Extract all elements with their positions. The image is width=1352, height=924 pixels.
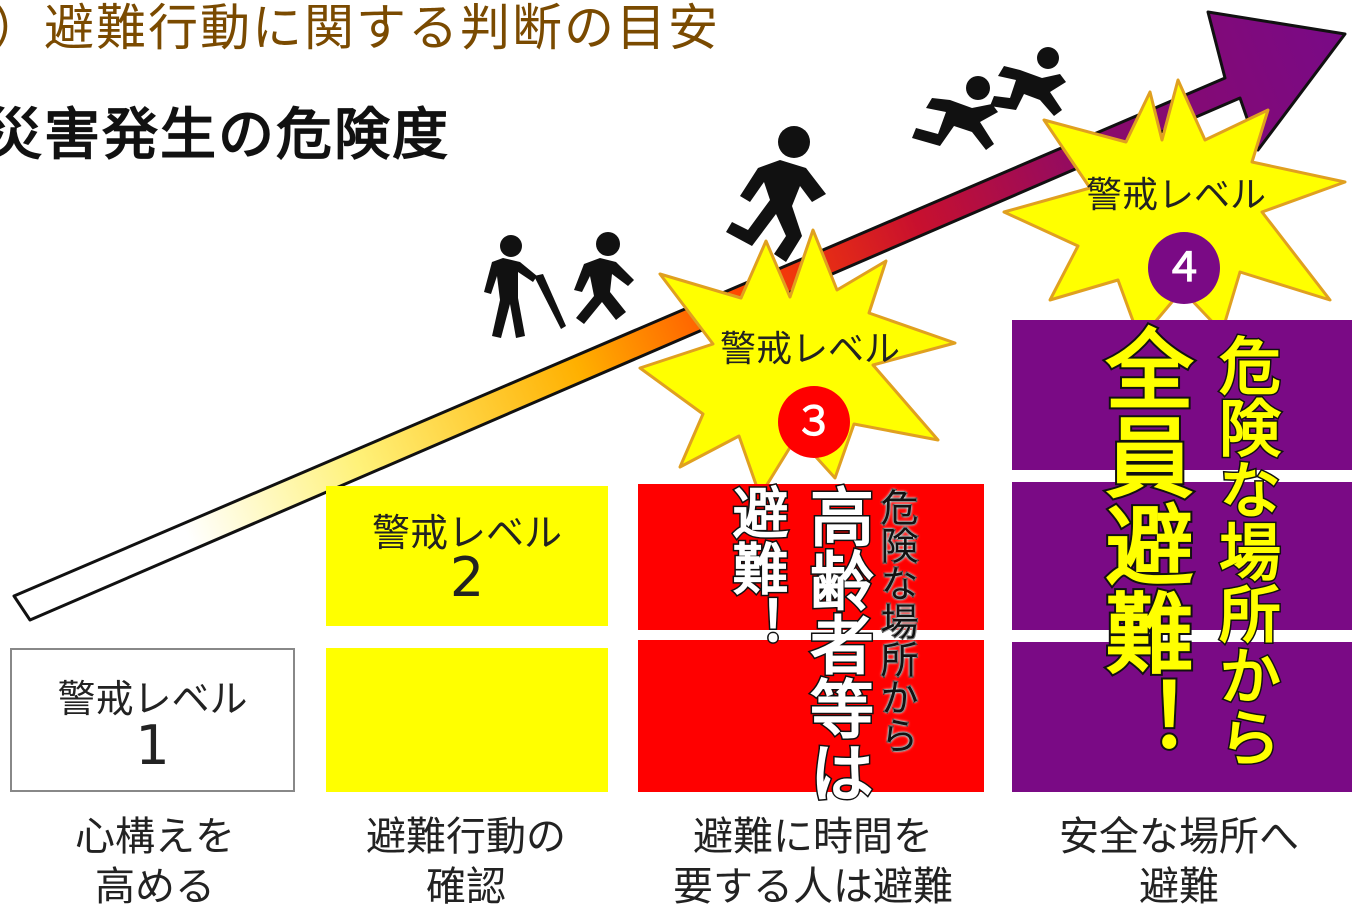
level-4-vertical-small: 危険な場所から (1207, 333, 1283, 770)
level-2-box-lower (326, 648, 608, 792)
risk-arrow (12, 10, 1347, 622)
level-4-caption: 安全な場所へ 避難 (1006, 812, 1352, 912)
person-sprinting-icon (912, 47, 1066, 150)
level-2-box-upper: 警戒レベル 2 (326, 486, 608, 626)
level-3-caption-line2: 要する人は避難 (673, 864, 953, 910)
level-3-box-lower (638, 640, 984, 792)
level-3-caption: 避難に時間を 要する人は避難 (628, 812, 998, 912)
level-1-box: 警戒レベル 1 (10, 648, 295, 792)
level-2-caption-line1: 避難行動の (366, 814, 566, 860)
level-3-box-upper (638, 484, 984, 630)
level-2-caption-line2: 確認 (426, 864, 506, 910)
level-2-number: 2 (449, 546, 485, 609)
level-3-badge: ３ (778, 386, 850, 458)
level-4-box-mid (1012, 482, 1352, 630)
level-3-caption-line1: 避難に時間を (693, 814, 933, 860)
risk-heading: 災害発生の危険度 (0, 103, 450, 168)
level-4-caption-line1: 安全な場所へ (1059, 814, 1299, 860)
level-1-caption: 心構えを 高める (10, 812, 300, 912)
level-1-caption-line2: 高める (95, 864, 215, 910)
level-4-caption-line2: 避難 (1139, 864, 1219, 910)
level-4-box-top (1012, 320, 1352, 470)
level-3-star-label: 警戒レベル (719, 329, 900, 370)
level-4-badge: ４ (1148, 232, 1220, 304)
level-2-label: 警戒レベル (371, 511, 562, 555)
level-4-box-bottom (1012, 642, 1352, 792)
level-2-caption: 避難行動の 確認 (316, 812, 616, 912)
level-3-vertical-big: 高齢者等は (798, 483, 875, 806)
level-3-vertical-mid: 避難！ (722, 483, 790, 654)
level-1-caption-line1: 心構えを (75, 814, 235, 860)
page-heading: ）避難行動に関する判断の目安 (0, 0, 720, 57)
level-1-number: 1 (135, 714, 170, 777)
level-1-label: 警戒レベル (57, 677, 248, 721)
level-4-star-label: 警戒レベル (1085, 175, 1266, 216)
level-3-vertical-small: 危険な場所から (873, 487, 919, 755)
person-walking-icon (574, 232, 634, 324)
person-running-icon (726, 126, 826, 262)
elderly-walking-icon (484, 235, 566, 338)
level-4-vertical-big: 全員避難！ (1089, 322, 1196, 766)
